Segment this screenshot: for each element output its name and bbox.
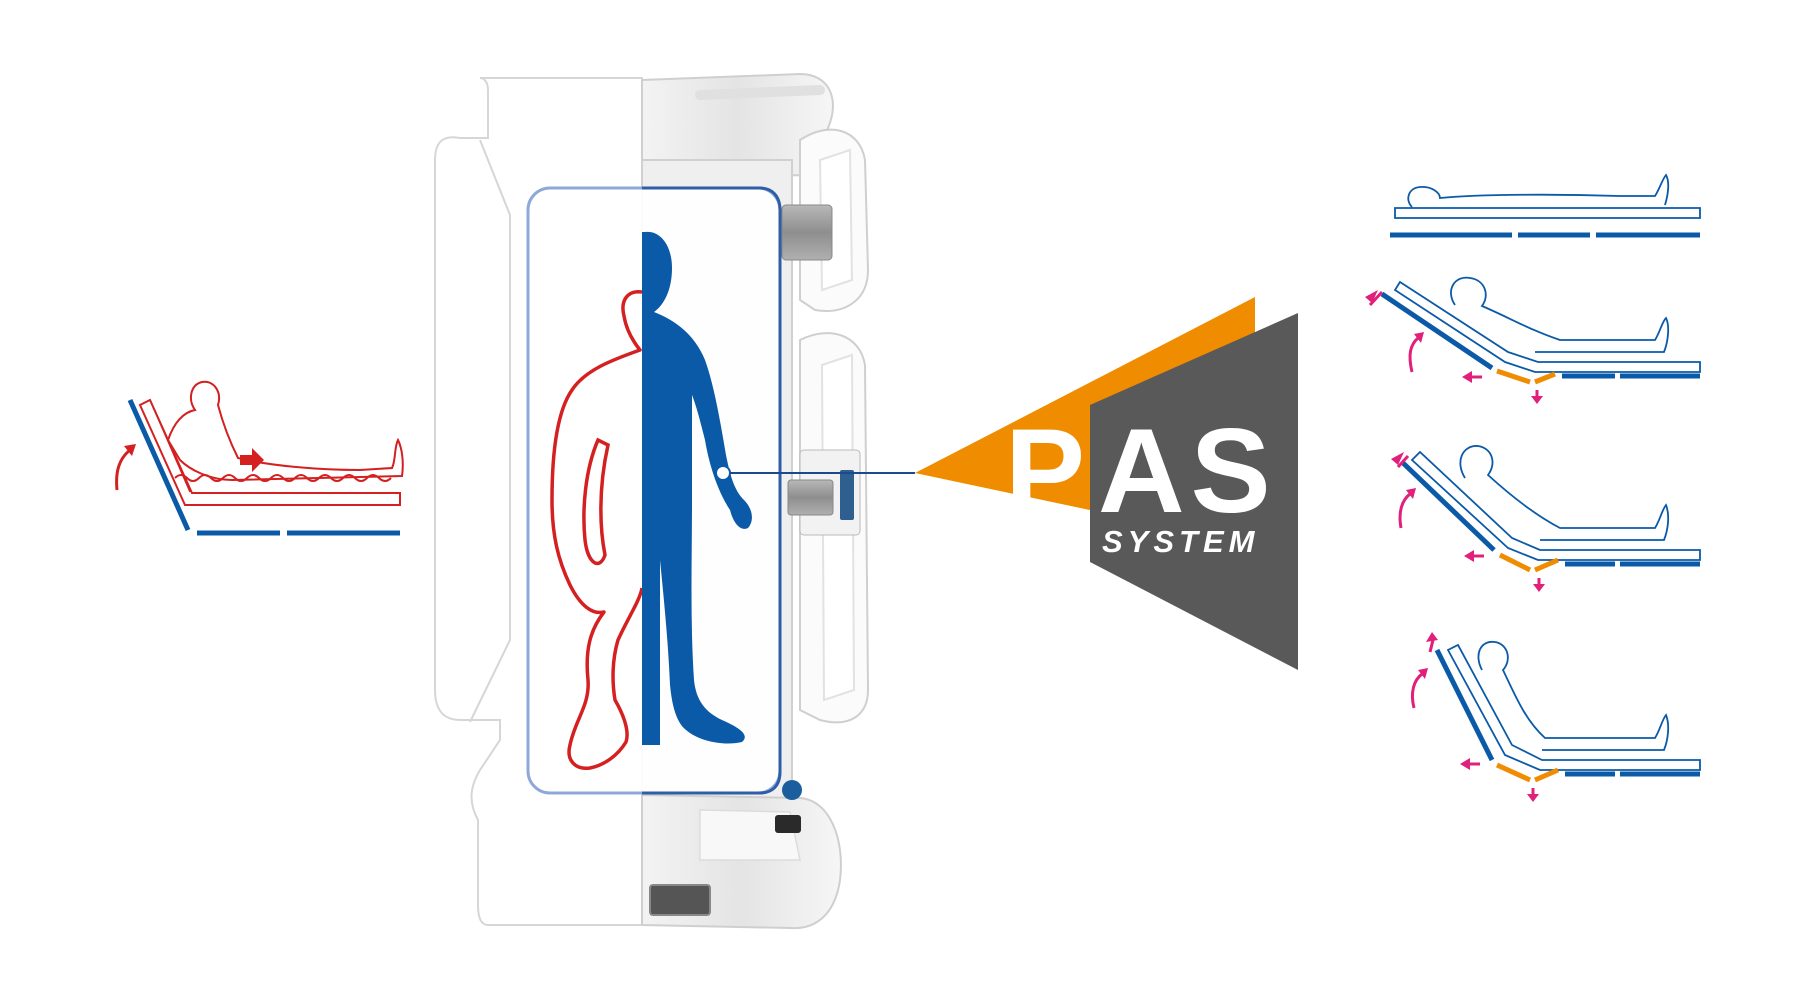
- recline-stage-flat: [1390, 173, 1701, 238]
- logo-letters-as: AS: [1098, 404, 1277, 538]
- patient-outline-low: [1450, 276, 1670, 353]
- pas-system-logo: P AS SYSTEM: [915, 297, 1298, 670]
- blue-patient-silhouette: [642, 231, 752, 745]
- recline-stage-low: [1365, 276, 1701, 404]
- patient-outline-red: [166, 380, 404, 482]
- foot-control-panel: [649, 884, 711, 916]
- pivot-point-marker: [715, 465, 731, 481]
- shear-arrow-icon: [240, 448, 264, 472]
- logo-gray-triangle: [1090, 313, 1298, 670]
- patient-outline-mid: [1459, 445, 1670, 541]
- logo-letter-p: P: [1005, 404, 1085, 538]
- mattress-outline: [138, 398, 401, 506]
- bed-top-view: [434, 72, 915, 930]
- recline-stage-high: [1410, 632, 1701, 802]
- backrest-bar: [127, 398, 191, 532]
- patient-outline-flat: [1407, 173, 1670, 208]
- recline-stage-mid: [1391, 445, 1701, 592]
- logo-subtitle: SYSTEM: [1102, 524, 1259, 559]
- red-patient-outline: [550, 290, 644, 770]
- pas-recline-sequence: [1365, 173, 1701, 802]
- recline-arrow-icon: [115, 448, 131, 491]
- conventional-recline-illustration: [115, 380, 404, 536]
- patient-outline-high: [1477, 641, 1670, 751]
